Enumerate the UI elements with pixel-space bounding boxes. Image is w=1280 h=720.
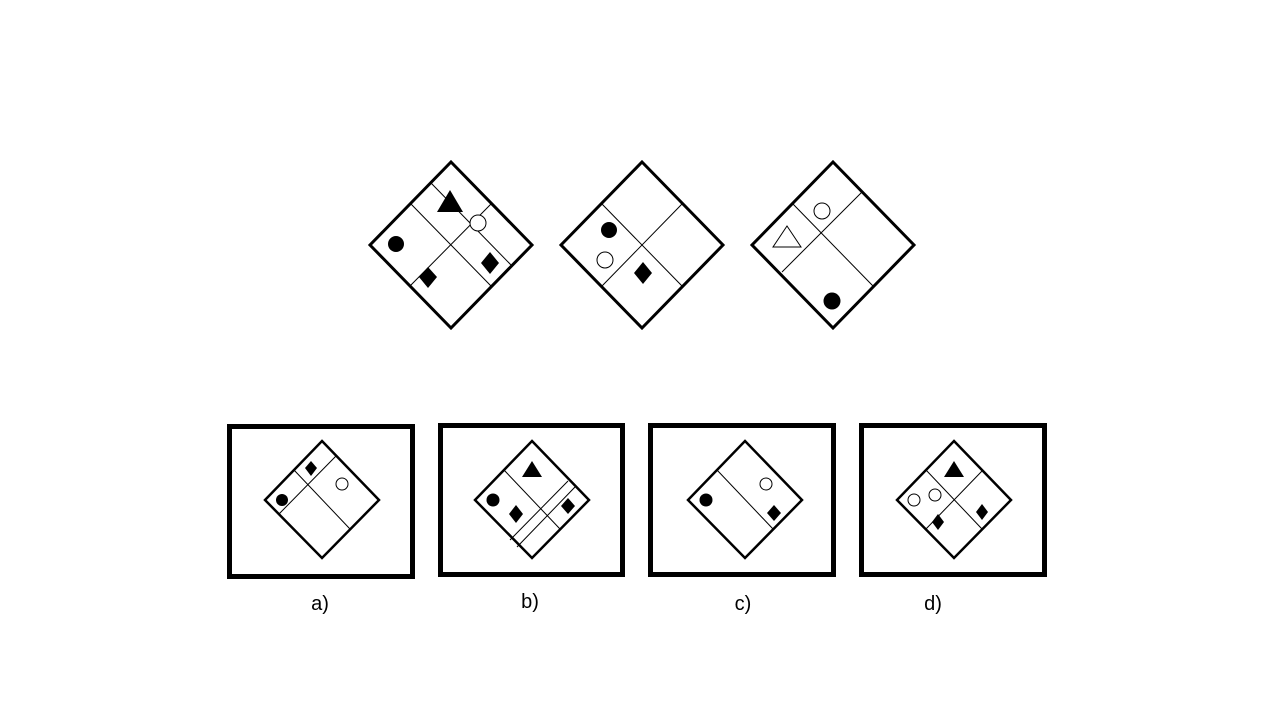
filled-diamond-icon — [481, 252, 499, 274]
filled-diamond-icon — [976, 504, 988, 520]
option-b-label: b) — [521, 591, 539, 613]
diamond-outline — [473, 439, 591, 560]
divider-line — [791, 202, 874, 287]
option-a-label: a) — [311, 593, 329, 615]
option-b[interactable] — [438, 423, 625, 577]
filled-circle-icon — [601, 222, 617, 238]
divider-line — [601, 203, 683, 287]
filled-diamond-icon — [932, 514, 944, 530]
option-d[interactable] — [859, 423, 1047, 577]
hollow-circle-icon — [335, 477, 349, 491]
filled-diamond-icon — [419, 267, 437, 288]
hollow-circle-icon — [596, 251, 614, 269]
divider-line — [509, 480, 569, 541]
divider-line — [503, 469, 561, 530]
filled-circle-icon — [388, 236, 404, 252]
filled-diamond-icon — [634, 262, 652, 284]
option-c[interactable] — [648, 423, 836, 577]
hollow-circle-icon — [469, 214, 487, 232]
divider-line — [781, 190, 864, 273]
option-a[interactable] — [227, 424, 415, 579]
filled-circle-icon — [823, 292, 841, 310]
divider-line — [600, 202, 683, 287]
filled-triangle-icon — [944, 461, 964, 477]
divider-line — [716, 469, 774, 530]
filled-diamond-icon — [305, 461, 317, 476]
filled-circle-icon — [699, 493, 713, 507]
diamond-outline — [367, 159, 535, 331]
divider-line — [516, 486, 576, 548]
hollow-circle-icon — [759, 477, 773, 491]
sequence-figure-2 — [558, 159, 726, 331]
hollow-circle-icon — [907, 493, 921, 507]
diamond-outline — [558, 159, 726, 331]
option-d-label: d) — [924, 593, 942, 615]
option-c-label: c) — [734, 593, 752, 615]
hollow-circle-icon — [928, 488, 942, 502]
sequence-figure-3 — [749, 159, 917, 331]
diamond-outline — [895, 439, 1013, 560]
filled-diamond-icon — [767, 505, 781, 521]
filled-circle-icon — [486, 493, 500, 507]
divider-line — [278, 455, 337, 515]
filled-triangle-icon — [522, 461, 542, 477]
sequence-figure-1 — [367, 159, 535, 331]
option-frame[interactable] — [859, 423, 1047, 577]
diamond-outline — [263, 439, 381, 560]
option-frame[interactable] — [227, 424, 415, 579]
hollow-triangle-icon — [772, 225, 802, 248]
diamond-outline — [749, 159, 917, 331]
option-frame[interactable] — [438, 423, 625, 577]
filled-triangle-icon — [437, 190, 463, 212]
divider-line — [293, 469, 351, 530]
hollow-circle-icon — [813, 202, 831, 220]
filled-diamond-icon — [561, 498, 575, 514]
filled-diamond-icon — [509, 505, 523, 523]
option-frame[interactable] — [648, 423, 836, 577]
filled-circle-icon — [276, 494, 288, 506]
diamond-outline — [686, 439, 804, 560]
